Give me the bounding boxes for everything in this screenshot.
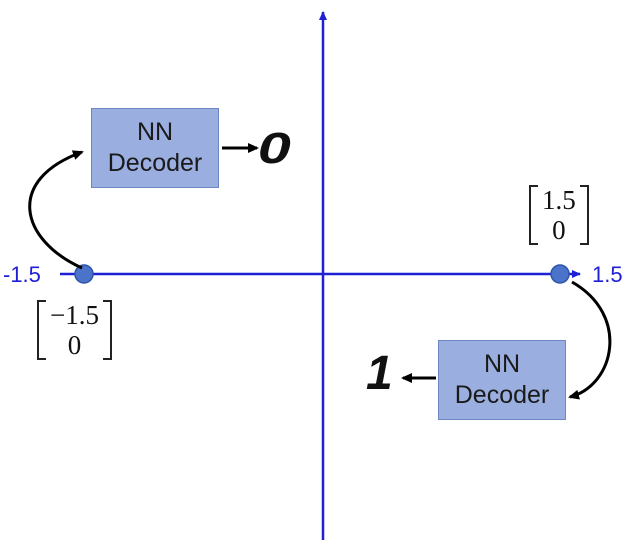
bracket-right [102,300,112,360]
vector-entry: 0 [552,215,566,245]
nn-decoder-box-top: NN Decoder [91,108,219,188]
output-digit-top: 0 [257,124,291,173]
vector-cells: −1.5 0 [46,300,103,360]
decoder-line2: Decoder [107,149,203,177]
point-right [550,264,570,284]
x-max-label: 1.5 [592,262,623,287]
curve-arrow-right [568,280,612,400]
decoder-line1: NN [483,350,521,378]
vector-left: −1.5 0 [37,300,112,360]
output-digit-bottom: 1 [366,347,393,400]
x-min-label: -1.5 [3,262,41,287]
bracket-left [529,185,538,245]
decoder-line2: Decoder [454,381,550,409]
bracket-right [579,185,589,245]
vector-entry: 0 [67,330,82,360]
decoder-line1: NN [136,118,174,146]
curve-arrow-left [28,150,84,270]
bracket-left [37,300,46,360]
vector-entry: 1.5 [542,185,576,215]
vector-right: 1.5 0 [529,185,589,245]
nn-decoder-box-bottom: NN Decoder [438,340,566,420]
point-left [74,264,94,284]
vector-entry: −1.5 [50,300,99,330]
vector-cells: 1.5 0 [538,185,580,245]
